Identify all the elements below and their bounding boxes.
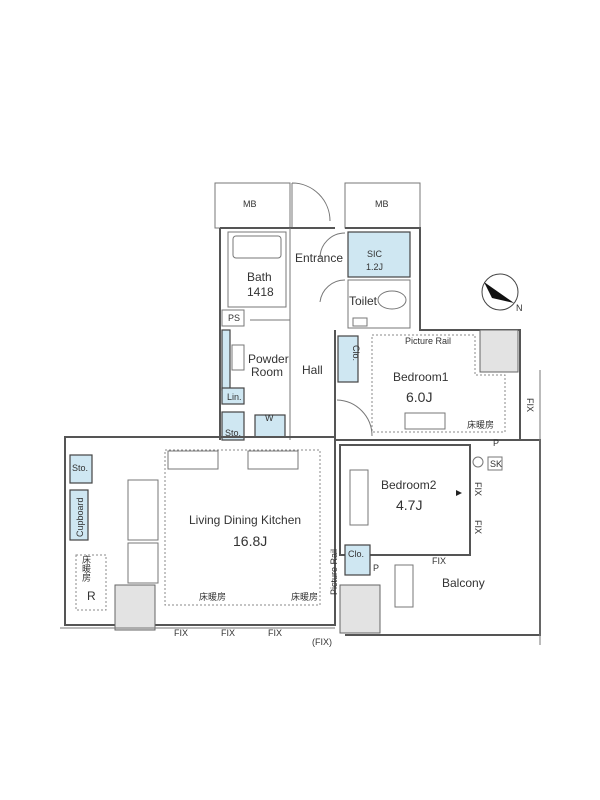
- column-ldk: [114, 584, 156, 631]
- stove: [127, 542, 159, 584]
- label-fix-bed2-bottom: FIX: [432, 556, 446, 566]
- label-mb-left: MB: [243, 199, 257, 209]
- label-floor-heating-kitchen: 床暖房: [81, 554, 91, 583]
- label-picture-rail-bed1: Picture Rail: [405, 336, 451, 346]
- arrow-marker: [456, 490, 462, 496]
- ldk-walls: [64, 436, 336, 626]
- bedroom2-closet: [344, 544, 371, 576]
- label-fix-bed2-door: FIX: [473, 482, 483, 496]
- label-clo-bed2: Clo.: [348, 549, 364, 559]
- label-balcony: Balcony: [442, 576, 485, 590]
- heater-ldk-1: [167, 450, 219, 470]
- powder-counter: [221, 329, 231, 391]
- label-ldk: Living Dining Kitchen: [189, 513, 301, 527]
- toilet-sink: [352, 317, 368, 327]
- ps-box: [221, 309, 245, 327]
- bedroom1-closet: [337, 335, 359, 383]
- label-cupboard: Cupboard: [75, 497, 85, 537]
- label-sk: SK: [490, 459, 502, 469]
- toilet-room: [347, 279, 411, 329]
- hall-wall: [250, 228, 291, 440]
- kitchen-island: [127, 479, 159, 541]
- bath-room: [227, 231, 287, 308]
- core-walls: [219, 227, 478, 440]
- bed1-door: [336, 399, 373, 437]
- sink: [231, 344, 245, 371]
- entrance-door: [291, 182, 331, 228]
- doors-entrance: [319, 232, 346, 303]
- label-bedroom2-size: 4.7J: [396, 497, 422, 513]
- label-floor-heating-ldk-1: 床暖房: [199, 591, 226, 602]
- label-mb-right: MB: [375, 199, 389, 209]
- label-hall: Hall: [302, 363, 323, 377]
- label-clo-bed1: Clo.: [351, 345, 361, 361]
- label-sto-core: Sto.: [225, 428, 241, 438]
- label-bedroom1-size: 6.0J: [406, 389, 432, 405]
- label-fix-bed1: FIX: [525, 398, 535, 412]
- bedroom2-walls: [339, 444, 471, 556]
- column-balcony: [339, 584, 381, 634]
- label-bedroom2: Bedroom2: [381, 478, 437, 492]
- label-fix-2: FIX: [221, 628, 235, 638]
- cupboard-box: [69, 489, 89, 541]
- ldk-floor-heating: [164, 449, 321, 606]
- label-sic: SIC: [367, 249, 383, 259]
- sk-box: [487, 456, 503, 471]
- label-fix-paren: (FIX): [312, 637, 332, 647]
- label-entrance: Entrance: [295, 251, 343, 265]
- bathtub: [232, 235, 282, 259]
- heater-bed1: [404, 412, 446, 430]
- storage-ldk: [69, 454, 93, 484]
- label-linen: Lin.: [227, 392, 242, 402]
- picture-rail-bed1: [371, 334, 506, 433]
- column-bed1: [479, 329, 519, 373]
- sic-closet: [347, 231, 411, 278]
- heater-bed2: [349, 469, 369, 526]
- label-fix-1: FIX: [174, 628, 188, 638]
- label-floor-heating-bed1: 床暖房: [467, 419, 494, 430]
- label-toilet: Toilet: [349, 294, 378, 308]
- compass-icon: N: [481, 273, 523, 313]
- label-ps: PS: [228, 313, 240, 323]
- label-room: Room: [251, 365, 283, 379]
- label-floor-heating-ldk-2: 床暖房: [291, 591, 318, 602]
- label-bath: Bath: [247, 270, 272, 284]
- heater-ldk-2: [247, 450, 299, 470]
- label-picture-rail-ldk: Picture Rail: [329, 549, 339, 595]
- linen-closet: [221, 387, 245, 405]
- label-washer: W: [265, 413, 274, 423]
- label-sto-ldk: Sto.: [72, 463, 88, 473]
- label-ldk-size: 16.8J: [233, 533, 267, 549]
- storage-core: [221, 411, 245, 441]
- label-powder: Powder: [248, 352, 289, 366]
- drain: [472, 456, 484, 468]
- balcony-hatch: [394, 564, 414, 608]
- svg-text:N: N: [516, 303, 523, 313]
- label-fix-3: FIX: [268, 628, 282, 638]
- label-p-top: P: [493, 438, 499, 448]
- label-bedroom1: Bedroom1: [393, 370, 449, 384]
- label-fix-bed2-side: FIX: [473, 520, 483, 534]
- fridge-space: [75, 554, 107, 611]
- label-bath-size: 1418: [247, 285, 274, 299]
- label-sic-size: 1.2J: [366, 262, 383, 272]
- label-refrigerator: R: [87, 589, 96, 603]
- label-p-bed2: P: [373, 563, 379, 573]
- toilet-bowl: [377, 290, 407, 310]
